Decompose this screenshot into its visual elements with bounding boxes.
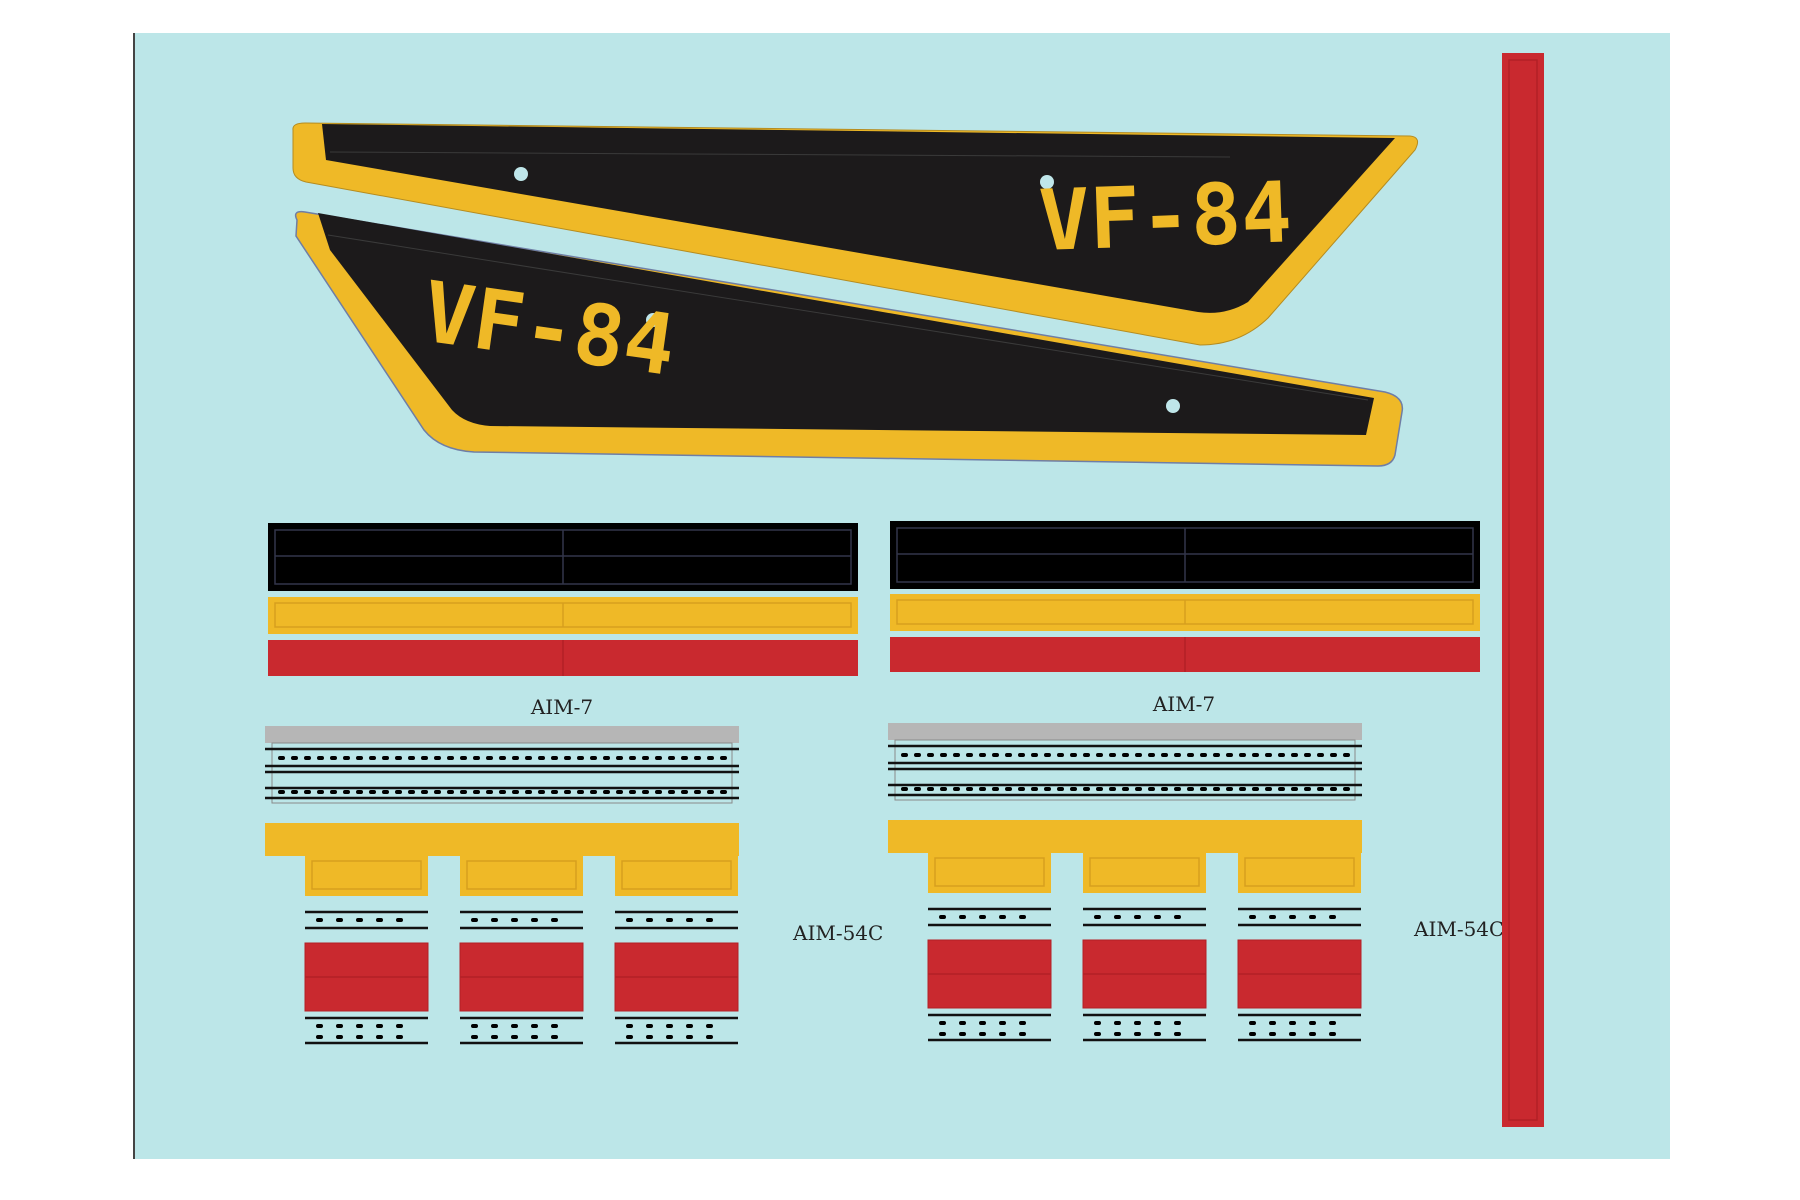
stripe-set-right xyxy=(890,521,1480,672)
fin-decal-lower: VF-84 xyxy=(294,210,1404,467)
marker-dot xyxy=(514,167,528,181)
label-aim7-right: AIM-7 xyxy=(1152,692,1215,716)
fin-decal-upper: VF-84 xyxy=(292,122,1419,346)
tail-code-upper: VF-84 xyxy=(1037,163,1293,270)
vertical-red-stripe xyxy=(1502,53,1544,1127)
marker-dot xyxy=(1166,399,1180,413)
marker-dot xyxy=(646,313,660,327)
sheet-left-edge xyxy=(133,33,135,1159)
aim54-block-right xyxy=(888,723,1362,1042)
label-aim7-left: AIM-7 xyxy=(530,695,593,719)
marker-dot xyxy=(1040,175,1054,189)
label-aim54-right: AIM-54C xyxy=(1413,917,1504,941)
stripe-set-left xyxy=(268,523,858,676)
label-aim54-left: AIM-54C xyxy=(792,921,883,945)
aim54-block-left xyxy=(265,726,739,1045)
